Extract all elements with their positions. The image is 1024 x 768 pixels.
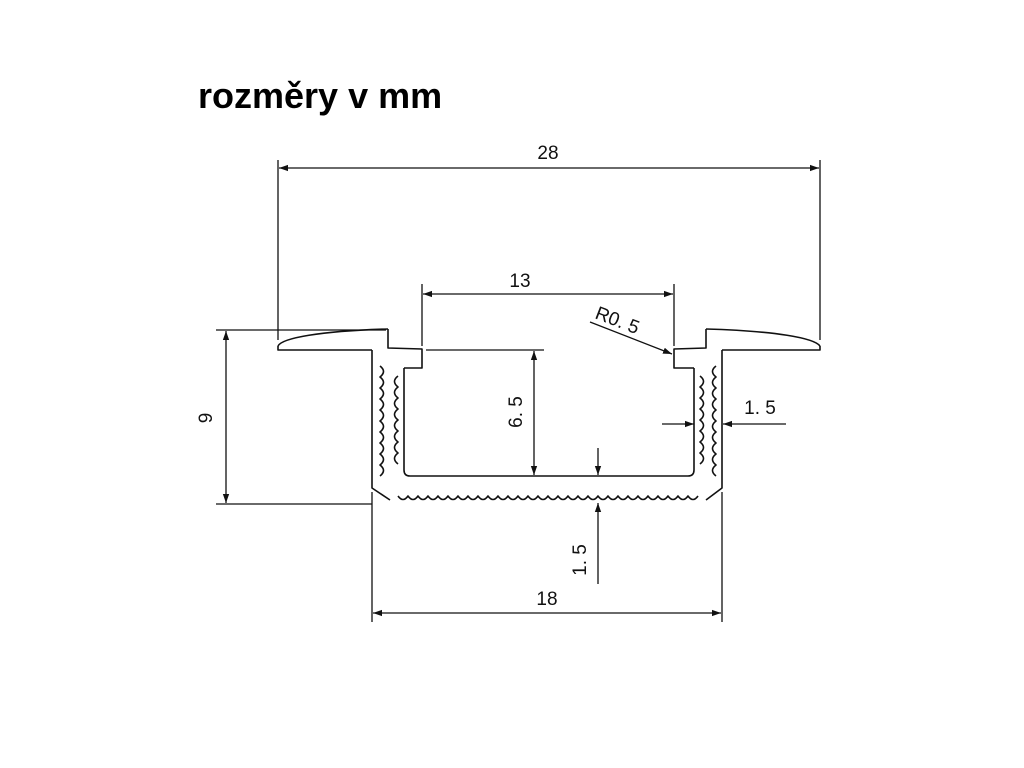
label-overall-height: 9 <box>196 413 217 424</box>
serration-left-inner <box>393 375 399 465</box>
dimension-opening-width: 13 <box>421 271 675 346</box>
serration-ribs <box>379 365 717 501</box>
serration-right-outer <box>711 365 717 477</box>
label-base-width: 18 <box>536 589 557 610</box>
label-wall-thickness: 1. 5 <box>744 398 776 419</box>
dimension-base-width: 18 <box>371 492 723 622</box>
label-base-thickness: 1. 5 <box>570 544 591 576</box>
label-overall-width: 28 <box>537 143 558 164</box>
profile-outline <box>277 328 821 501</box>
dimension-inner-depth: 6. 5 <box>426 349 544 475</box>
serration-base <box>397 495 699 501</box>
dimension-wall-thickness: 1. 5 <box>662 398 786 428</box>
label-inner-depth: 6. 5 <box>506 396 527 428</box>
label-opening-width: 13 <box>509 271 530 292</box>
dimension-overall-height: 9 <box>196 329 386 505</box>
page-title: rozměry v mm <box>198 75 443 116</box>
dimension-overall-width: 28 <box>277 143 821 340</box>
dimension-base-thickness: 1. 5 <box>570 448 602 584</box>
serration-right-inner <box>699 375 705 465</box>
dimension-radius: R0. 5 <box>589 303 673 355</box>
serration-left-outer <box>379 365 385 477</box>
label-radius: R0. 5 <box>592 303 642 339</box>
